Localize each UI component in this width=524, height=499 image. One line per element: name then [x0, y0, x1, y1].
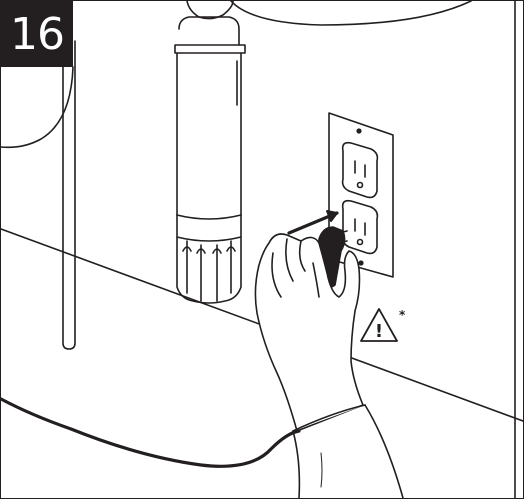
warning-triangle-icon: ! *	[361, 308, 406, 342]
power-cord	[1, 399, 299, 466]
step-number-badge: 16	[1, 1, 73, 67]
drain-pipe	[63, 41, 75, 349]
warning-asterisk: *	[399, 308, 406, 322]
warning-exclamation: !	[375, 321, 383, 342]
filter-canister	[175, 1, 245, 303]
step-number: 16	[10, 9, 64, 60]
sink-basin-outline	[231, 1, 471, 25]
